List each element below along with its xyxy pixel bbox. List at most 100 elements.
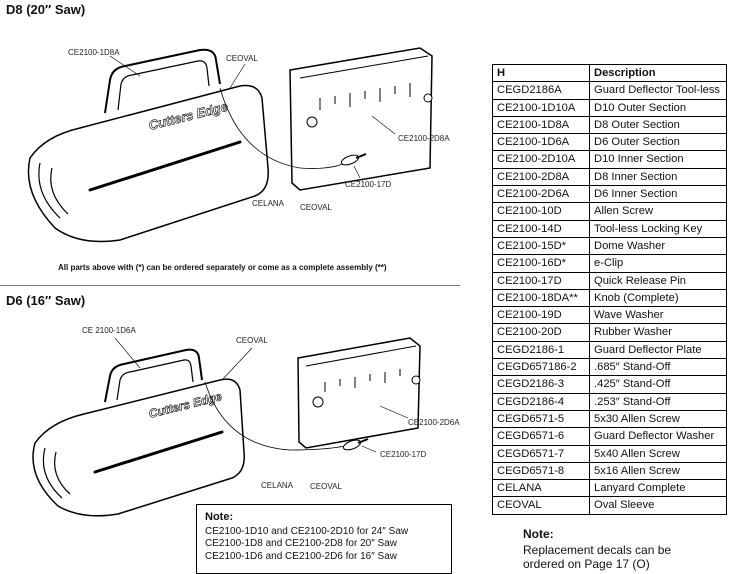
part-number-cell: CEGD657186-2 [492,358,590,377]
heading-d8: D8 (20″ Saw) [6,2,86,17]
d8-label-outer: CE2100-1D8A [68,48,120,57]
part-number-cell: CEGD6571-6 [492,427,590,446]
description-cell: 5x16 Allen Screw [589,461,727,481]
saw-size-note-line: CE2100-1D8 and CE2100-2D8 for 20″ Saw [205,538,397,549]
d6-label-outer: CE 2100-1D6A [82,326,136,335]
saw-size-note-box: Note: CE2100-1D10 and CE2100-2D10 for 24… [196,504,452,574]
d6-label-ceoval-top: CEOVAL [236,336,268,345]
heading-d6: D6 (16″ Saw) [6,293,86,308]
description-column-header: Description [589,63,727,83]
part-number-cell: CEGD2186-4 [492,392,590,411]
part-number-cell: CEGD6571-5 [492,409,590,429]
part-number-column-header: H [492,63,590,83]
description-cell: D8 Outer Section [589,115,727,135]
d6-label-inner: CE2100-2D6A [408,418,460,427]
decal-note-line: Replacement decals can be [523,543,672,557]
description-cell: D10 Outer Section [589,98,727,117]
assembly-note: All parts above with (*) can be ordered … [58,263,387,272]
description-cell: Guard Deflector Tool-less [589,81,727,100]
d6-label-clip: CE2100-17D [380,450,427,459]
part-number-cell: CELANA [492,479,590,498]
part-number-cell: CE2100-16D* [492,254,590,273]
d8-label-inner: CE2100-2D8A [398,134,450,143]
table-row: CEGD2186-4.253″ Stand-Off [492,392,727,411]
part-number-cell: CEGD2186-1 [492,340,590,360]
section-divider [0,285,460,286]
description-cell: Quick Release Pin [589,271,727,290]
decal-note-line: ordered on Page 17 (O) [523,557,650,571]
table-row: CE2100-15D*Dome Washer [492,236,727,256]
description-cell: Oval Sleeve [589,496,727,515]
d8-label-celana: CELANA [252,199,285,208]
d8-label-ceoval-top: CEOVAL [226,54,258,63]
saw-size-note-title: Note: [205,511,234,523]
part-number-cell: CE2100-1D8A [492,115,590,135]
description-cell: 5x40 Allen Screw [589,444,727,463]
description-cell: Allen Screw [589,202,727,221]
description-cell: D6 Inner Section [589,185,727,204]
description-cell: Guard Deflector Washer [589,427,727,446]
d6-depth-gauge-drawing: Cutters Edge [32,337,421,517]
description-cell: Wave Washer [589,306,727,325]
description-cell: Knob (Complete) [589,288,727,308]
part-number-cell: CE2100-10D [492,202,590,221]
description-cell: .425″ Stand-Off [589,375,727,394]
part-number-cell: CE2100-1D10A [492,98,590,117]
part-number-cell: CEGD2186A [492,81,590,100]
parts-table-header-row: H Description [492,63,727,83]
part-number-cell: CEGD6571-8 [492,461,590,481]
description-cell: Dome Washer [589,236,727,256]
part-number-cell: CE2100-17D [492,271,590,290]
description-cell: .685″ Stand-Off [589,358,727,377]
description-cell: D10 Inner Section [589,150,727,169]
table-row: CE2100-18DA**Knob (Complete) [492,288,727,308]
part-number-cell: CE2100-20D [492,323,590,342]
saw-size-note-line: CE2100-1D6 and CE2100-2D6 for 16″ Saw [205,550,397,562]
decal-note-title: Note: [523,527,554,541]
description-cell: 5x30 Allen Screw [589,409,727,429]
description-cell: Guard Deflector Plate [589,340,727,360]
part-number-cell: CEOVAL [492,496,590,515]
d6-label-ceoval-bottom: CEOVAL [310,482,342,491]
d8-depth-gauge-drawing: Cutters Edge [27,47,433,243]
part-number-cell: CE2100-1D6A [492,133,590,152]
description-cell: .253″ Stand-Off [589,392,727,411]
description-cell: Rubber Washer [589,323,727,342]
table-row: CE2100-16D*e-Clip [492,254,727,273]
part-number-cell: CEGD6571-7 [492,444,590,463]
saw-size-note-line: CE2100-1D10 and CE2100-2D10 for 24″ Saw [205,525,409,537]
description-cell: Lanyard Complete [589,479,727,498]
table-row: CEGD2186-3.425″ Stand-Off [492,375,727,394]
part-number-cell: CE2100-2D8A [492,167,590,187]
part-number-cell: CE2100-2D10A [492,150,590,169]
d8-label-clip: CE2100-17D [345,180,392,189]
part-number-cell: CEGD2186-3 [492,375,590,394]
part-number-cell: CE2100-2D6A [492,185,590,204]
part-number-cell: CE2100-15D* [492,236,590,256]
description-cell: e-Clip [589,254,727,273]
table-row: CEGD657186-2.685″ Stand-Off [492,358,727,377]
part-number-cell: CE2100-18DA** [492,288,590,308]
description-cell: D6 Outer Section [589,133,727,152]
d6-label-celana: CELANA [261,481,294,490]
part-number-cell: CE2100-14D [492,219,590,238]
description-cell: D8 Inner Section [589,167,727,187]
